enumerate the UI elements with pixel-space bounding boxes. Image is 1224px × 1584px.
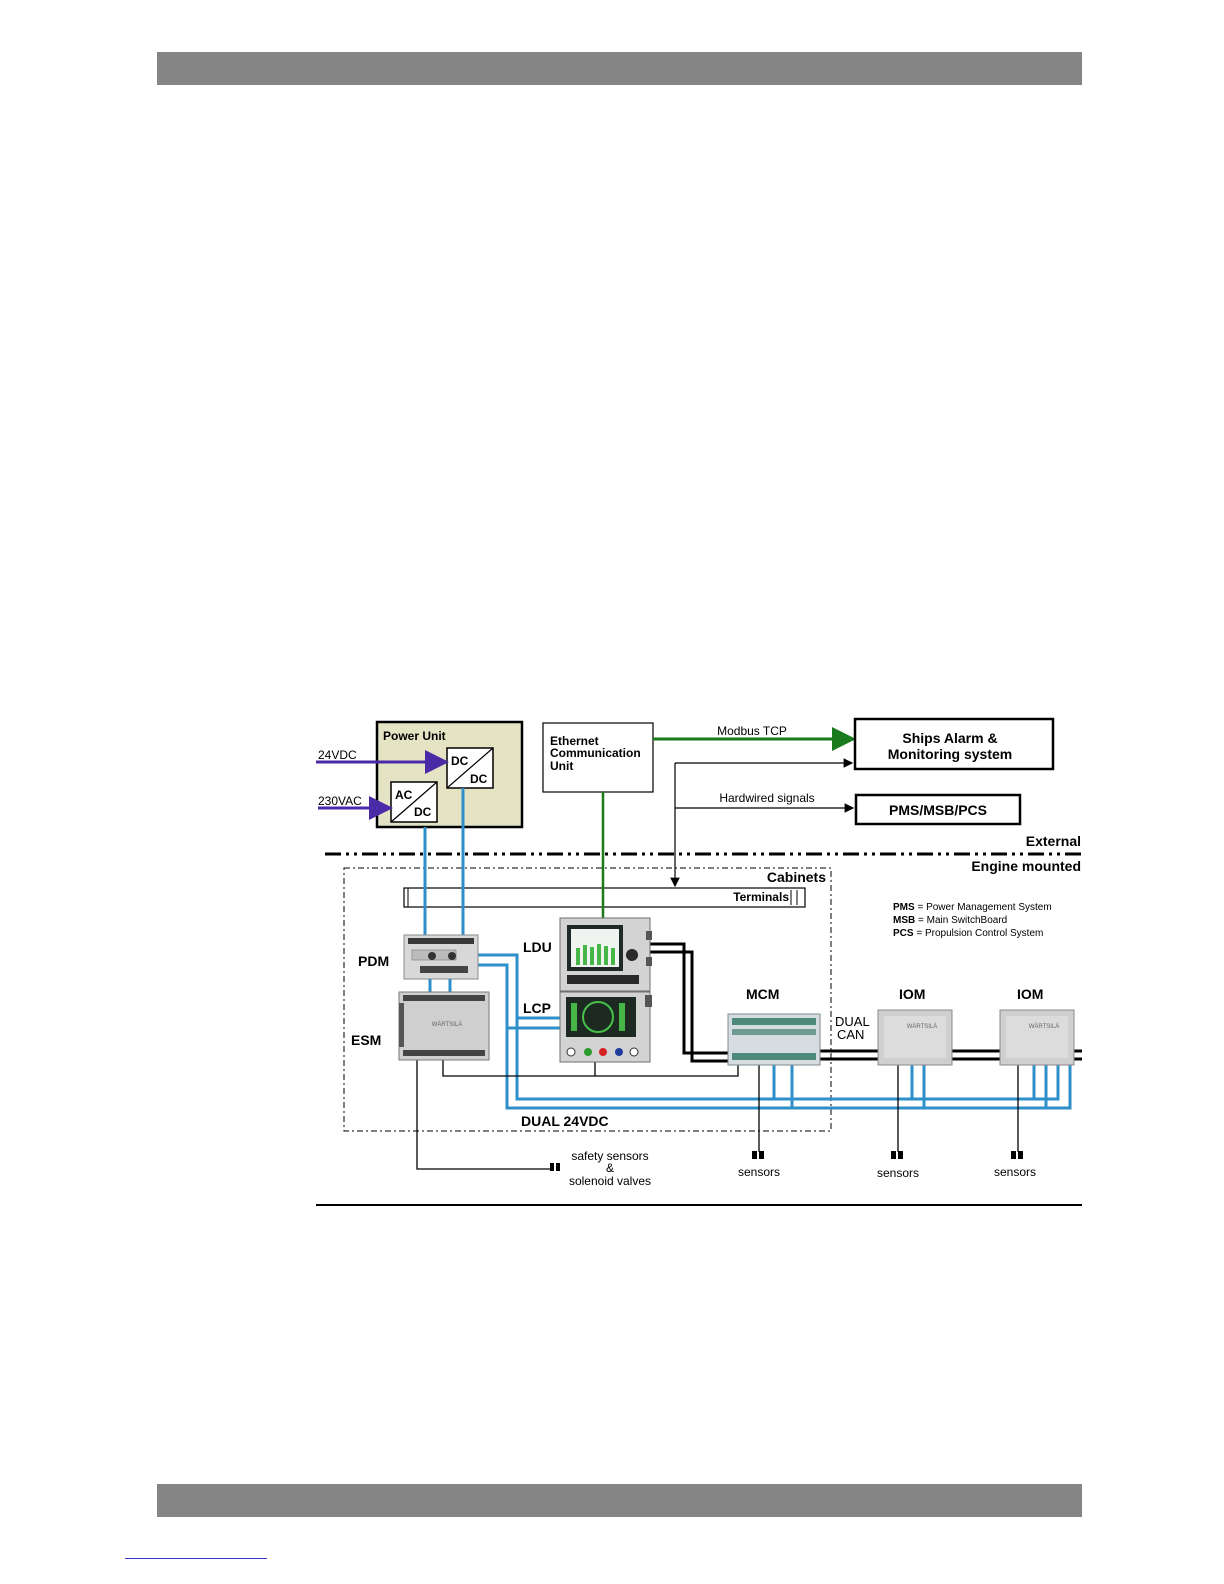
- iom-label-1: IOM: [899, 986, 925, 1002]
- mcm-module: [727, 1013, 821, 1066]
- esm-label: ESM: [351, 1032, 381, 1048]
- esm-module: WÄRTSILÄ: [398, 991, 490, 1061]
- sensor-connectors: [550, 1151, 1023, 1171]
- ethernet-unit-label-3: Unit: [550, 759, 573, 773]
- input-230vac-label: 230VAC: [318, 794, 362, 808]
- external-label: External: [1026, 833, 1081, 849]
- pdm-module: [403, 934, 479, 980]
- legend: PMS = Power Management System MSB = Main…: [893, 902, 1052, 939]
- lcp-panel: [559, 991, 652, 1063]
- power-unit-label: Power Unit: [383, 729, 446, 743]
- dc-dc-top-label: DC: [451, 754, 469, 768]
- footer-link-underline[interactable]: [125, 1558, 267, 1559]
- pdm-label: PDM: [358, 953, 389, 969]
- ethernet-unit-box: [542, 722, 654, 793]
- dual-can-label-2: CAN: [837, 1027, 864, 1042]
- ldu-label: LDU: [523, 939, 552, 955]
- ethernet-unit-label-1: Ethernet: [550, 734, 599, 748]
- sensors-label-iom2: sensors: [994, 1165, 1036, 1179]
- iom-module-1: WÄRTSILÄ: [877, 1009, 953, 1066]
- terminals-strip: [403, 887, 806, 908]
- pms-msb-pcs-label: PMS/MSB/PCS: [889, 802, 987, 818]
- svg-text:WÄRTSILÄ: WÄRTSILÄ: [1029, 1023, 1060, 1030]
- lcp-label: LCP: [523, 1000, 551, 1016]
- ac-dc-bottom-label: DC: [414, 805, 432, 819]
- sensors-label-mcm: sensors: [738, 1165, 780, 1179]
- cabinets-region: [343, 867, 832, 1132]
- svg-text:WÄRTSILÄ: WÄRTSILÄ: [907, 1023, 938, 1030]
- svg-text:PMS = Power Management System: PMS = Power Management System: [893, 902, 1052, 913]
- safety-sensors-label: safety sensors: [571, 1149, 648, 1163]
- dc-dc-bottom-label: DC: [470, 772, 488, 786]
- modbus-label: Modbus TCP: [717, 724, 787, 738]
- ldu-display: [559, 917, 652, 992]
- pms-msb-pcs-box: [854, 793, 1022, 826]
- ships-alarm-label-2: Monitoring system: [888, 746, 1012, 762]
- header-bar: [157, 52, 1082, 85]
- cabinets-label: Cabinets: [767, 869, 826, 885]
- terminals-label: Terminals: [733, 890, 789, 904]
- dual-24vdc-label: DUAL 24VDC: [521, 1113, 609, 1129]
- solenoid-valves-label: solenoid valves: [569, 1174, 651, 1188]
- svg-text:MSB = Main SwitchBoard: MSB = Main SwitchBoard: [893, 915, 1007, 926]
- iom-label-2: IOM: [1017, 986, 1043, 1002]
- ethernet-unit-label-2: Communication: [550, 746, 641, 760]
- sensors-label-iom1: sensors: [877, 1166, 919, 1180]
- ac-dc-top-label: AC: [395, 788, 413, 802]
- ships-alarm-box: [853, 717, 1055, 771]
- ships-alarm-label-1: Ships Alarm &: [902, 730, 997, 746]
- sensor-wiring: [416, 1060, 1019, 1170]
- input-24vdc-label: 24VDC: [318, 748, 357, 762]
- dual-can-label-1: DUAL: [835, 1014, 870, 1029]
- footer-bar: [157, 1484, 1082, 1517]
- hardwired-label: Hardwired signals: [719, 791, 814, 805]
- engine-mounted-label: Engine mounted: [971, 858, 1081, 874]
- safety-ampersand-label: &: [606, 1161, 614, 1175]
- svg-text:WÄRTSILÄ: WÄRTSILÄ: [432, 1021, 463, 1028]
- svg-text:PCS = Propulsion Control Syste: PCS = Propulsion Control System: [893, 928, 1043, 939]
- dual-24vdc-bus: [478, 953, 1072, 1110]
- iom-module-2: WÄRTSILÄ: [999, 1009, 1075, 1066]
- mcm-label: MCM: [746, 986, 779, 1002]
